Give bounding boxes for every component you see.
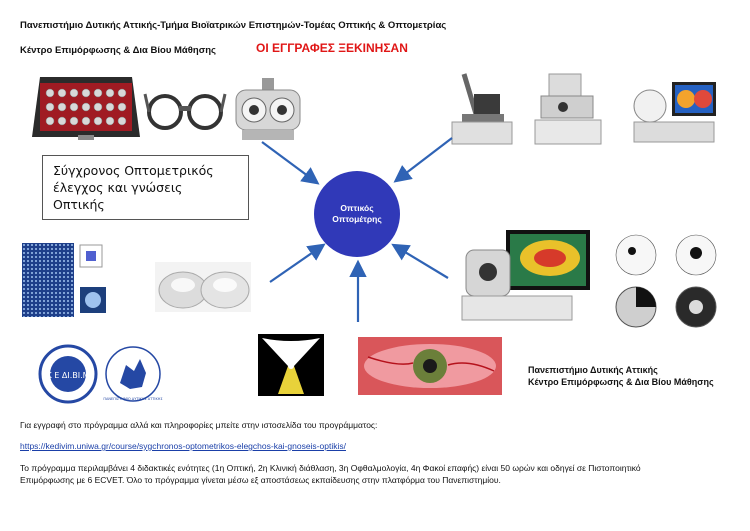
program-text-line1: Το πρόγραμμα περιλαμβάνει 4 διδακτικές ε…: [20, 463, 641, 473]
program-description: Το πρόγραμμα περιλαμβάνει 4 διδακτικές ε…: [20, 462, 740, 486]
right-university-name: Πανεπιστήμιο Δυτικής Αττικής: [528, 365, 658, 375]
seal-text: Κ Ε ΔΙ.ΒΙ.Μ: [46, 371, 89, 380]
university-header: Πανεπιστήμιο Δυτικής Αττικής-Τμήμα Βιοϊα…: [20, 20, 447, 31]
topographer-icon: [633, 82, 716, 143]
corneal-topography-icon: [258, 334, 324, 396]
visual-field-icon: [615, 234, 717, 328]
trial-lens-case-icon: [32, 77, 140, 140]
autorefractor-icon: [534, 73, 602, 145]
course-link[interactable]: https://kedivim.uniwa.gr/course/sygchron…: [20, 441, 346, 451]
course-title-box: Σύγχρονος Οπτομετρικός έλεγχος και γνώσε…: [42, 155, 249, 220]
center-circle: Οπτικός Οπτομέτρης: [314, 171, 400, 257]
contact-lens-icon: [155, 262, 251, 312]
center-header: Κέντρο Επιμόρφωσης & Δια Βίου Μάθησης: [20, 45, 216, 56]
right-university-block: Πανεπιστήμιο Δυτικής Αττικής Κέντρο Επιμ…: [528, 364, 714, 388]
logo2-text: ΠΑΝΕΠΙΣΤΗΜΙΟ ΔΥΤΙΚΗΣ ΑΤΤΙΚΗΣ: [103, 397, 162, 401]
registration-notice: ΟΙ ΕΓΓΡΑΦΕΣ ΞΕΚΙΝΗΣΑΝ: [256, 41, 408, 55]
red-eye-photo-icon: [358, 337, 502, 395]
circle-line1: Οπτικός: [340, 203, 374, 213]
course-title-line2: έλεγχος και γνώσεις Οπτικής: [53, 180, 183, 212]
info-text: Για εγγραφή στο πρόγραμμα αλλά και πληρο…: [20, 420, 378, 430]
phoropter-icon: [235, 78, 301, 140]
oct-device-icon: [461, 230, 590, 321]
circle-line2: Οπτομέτρης: [332, 214, 382, 224]
arrow-bottom-left: [269, 243, 326, 283]
right-center-name: Κέντρο Επιμόρφωσης & Δια Βίου Μάθησης: [528, 377, 714, 387]
trial-frame-icon: [143, 93, 227, 130]
retina-mosaic-icon: [22, 243, 106, 317]
arrow-bottom-right: [391, 243, 449, 279]
arrow-top-right: [393, 137, 453, 183]
university-seal-icon: Κ Ε ΔΙ.ΒΙ.Μ: [38, 344, 98, 404]
program-text-line2: Επιμόρφωσης με 6 ECVET. Όλο το πρόγραμμα…: [20, 475, 501, 485]
arrow-top-left: [261, 141, 320, 185]
slit-lamp-icon: [451, 73, 513, 145]
course-title-line1: Σύγχρονος Οπτομετρικός: [53, 163, 214, 178]
university-map-logo-icon: ΠΑΝΕΠΙΣΤΗΜΙΟ ΔΥΤΙΚΗΣ ΑΤΤΙΚΗΣ: [103, 346, 163, 402]
